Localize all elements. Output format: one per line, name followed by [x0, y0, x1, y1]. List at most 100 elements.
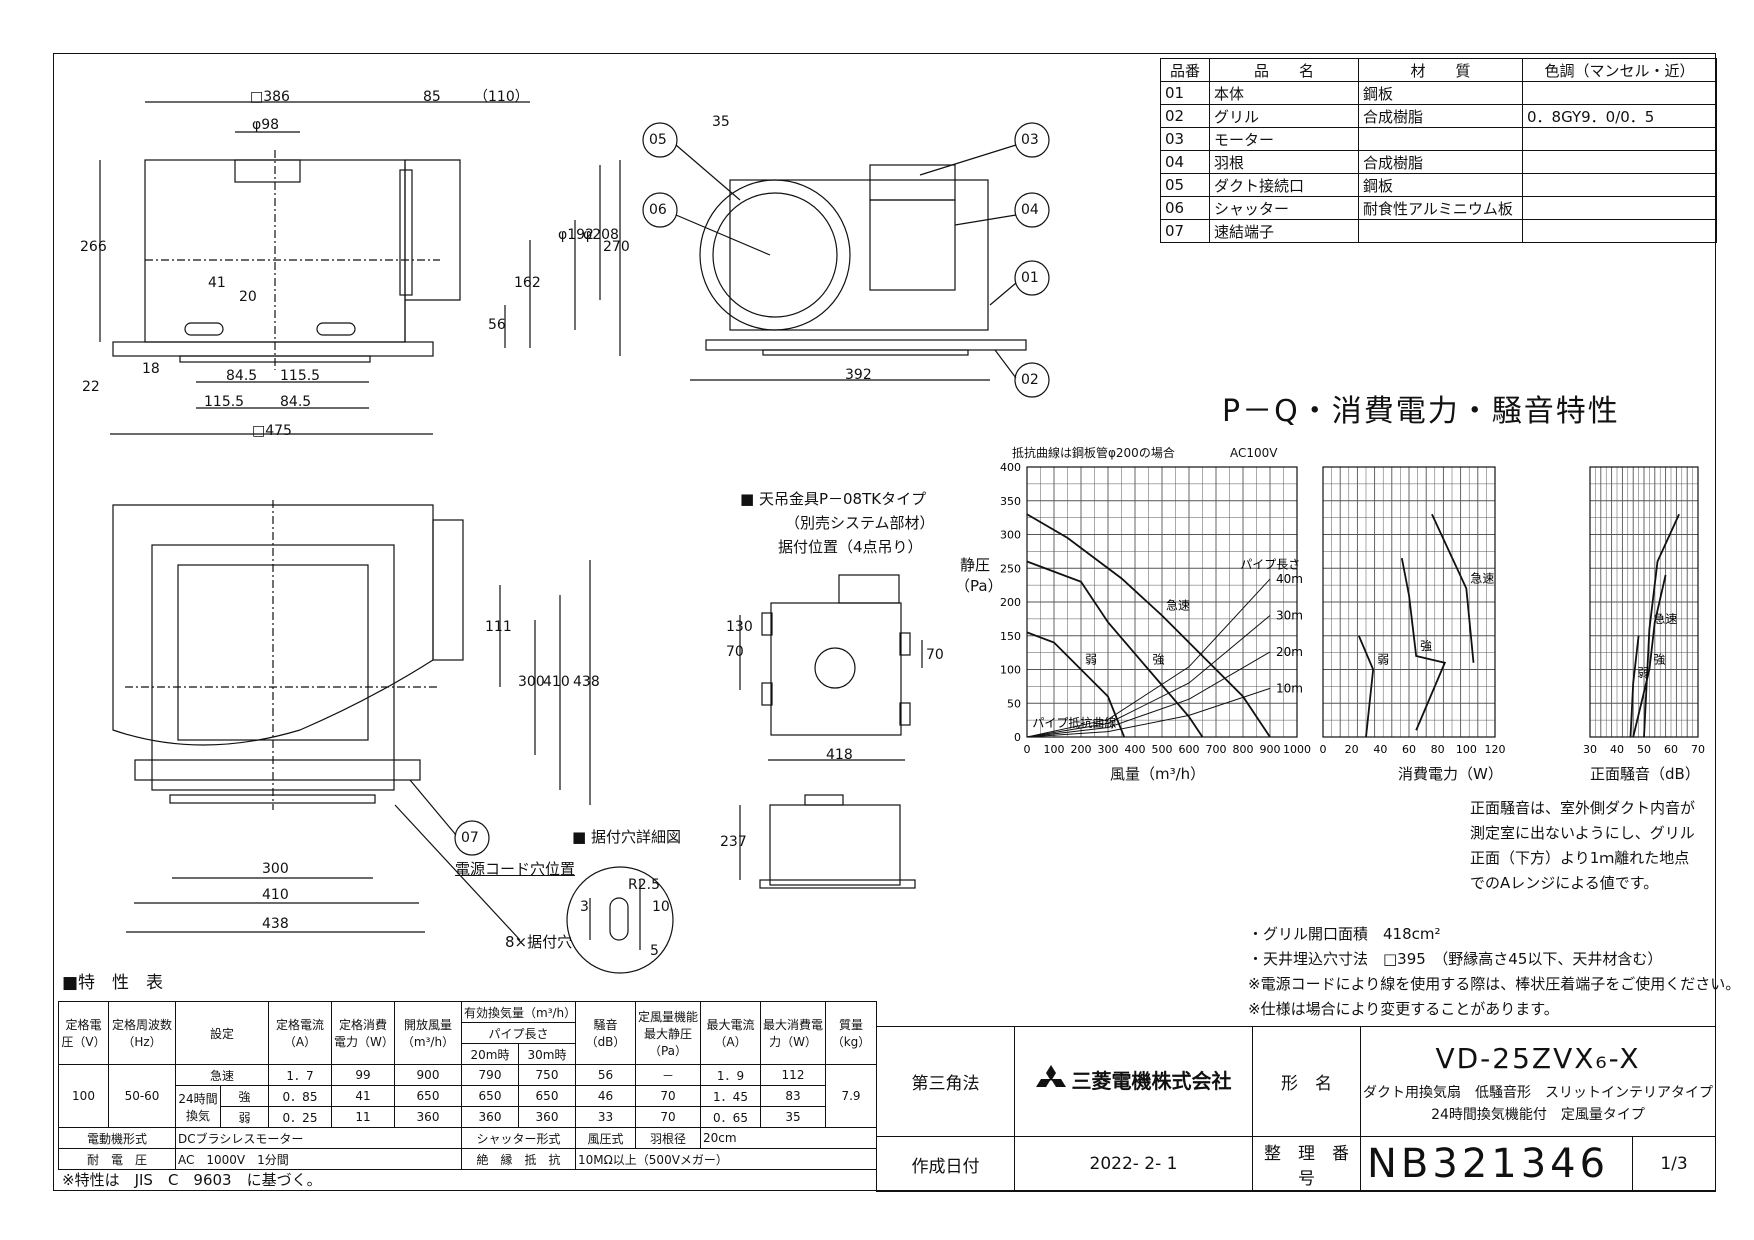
company-logo: 三菱電機株式会社 [1035, 1065, 1232, 1094]
cell: グリル [1209, 104, 1359, 128]
dim-label: □475 [252, 423, 292, 439]
cell: 合成樹脂 [1358, 104, 1523, 128]
title-block: 第三角法 三菱電機株式会社 形 名 VD-25ZVX₆-X ダクト用換気扇 低騒… [876, 1026, 1716, 1192]
series-line [1629, 635, 1640, 738]
series-line [1026, 513, 1271, 738]
noise-note-line: 測定室に出ないようにし、グリル [1470, 824, 1695, 842]
cell: 羽根 [1209, 150, 1359, 174]
series-line [1358, 635, 1375, 738]
x-tick-label: 900 [1260, 743, 1281, 756]
dim-label: R2.5 [628, 877, 660, 893]
series-line [1026, 560, 1204, 738]
dim-label: 237 [720, 834, 747, 850]
h-static: 定風量機能最大静圧（Pa） [635, 1001, 701, 1065]
dim-label: 10 [652, 899, 670, 915]
chart-note-right: AC100V [1230, 446, 1278, 460]
hanger-sub1: （別売システム部材） [785, 514, 935, 532]
dim-label: 115.5 [204, 394, 245, 410]
resistance-curve [1026, 615, 1271, 738]
dim-label: 115.5 [280, 368, 321, 384]
cell: 900 [394, 1064, 462, 1086]
mount-holes-label: 8×据付穴 [505, 933, 573, 951]
spec-table: 定格電圧（V） 定格周波数（Hz） 設定 定格電流（A） 定格消費電力（W） 開… [58, 1001, 877, 1170]
callout-06: 06 [649, 202, 667, 218]
cell: 35 [760, 1106, 826, 1128]
h-maxcur: 最大電流（A） [700, 1001, 761, 1065]
hanger-sub2: 据付位置（4点吊り） [778, 538, 923, 556]
cell: 1．45 [700, 1085, 761, 1107]
dim-label: 20 [239, 289, 257, 305]
x-tick-label: 40 [1373, 743, 1387, 756]
shutter-value: 風圧式 [575, 1127, 636, 1149]
cell: 56 [575, 1064, 636, 1086]
cell: 05 [1160, 173, 1210, 197]
cell [1358, 219, 1523, 243]
x-tick-label: 60 [1402, 743, 1416, 756]
x-tick-label: 50 [1637, 743, 1651, 756]
h-open-air: 開放風量（m³/h） [394, 1001, 462, 1065]
resistance-label: 10m [1276, 681, 1303, 695]
noise-note-line: 正面騒音は、室外側ダクト内音が [1470, 799, 1696, 817]
x-tick-label: 120 [1485, 743, 1506, 756]
dim-label: 270 [603, 239, 630, 255]
dim-label: 84.5 [280, 394, 312, 410]
series-line [1400, 557, 1447, 731]
dim-label: 266 [80, 239, 107, 255]
cell: 83 [760, 1085, 826, 1107]
dim-label: 84.5 [226, 368, 258, 384]
series-label: 強 [1420, 639, 1432, 653]
x-tick-label: 60 [1664, 743, 1678, 756]
x-tick-label: 0 [1320, 743, 1327, 756]
y-tick-label: 200 [1000, 596, 1021, 609]
resistance-label: 40m [1276, 572, 1303, 586]
y-tick-label: 250 [1000, 562, 1021, 575]
h-current: 定格電流（A） [268, 1001, 332, 1065]
dim-label: （110） [474, 89, 529, 105]
x-tick-label: 100 [1044, 743, 1065, 756]
callout-03: 03 [1021, 132, 1039, 148]
shutter-label: シャッター形式 [461, 1127, 576, 1149]
dim-label: 438 [262, 916, 289, 932]
y-tick-label: 100 [1000, 664, 1021, 677]
date-label: 作成日付 [876, 1136, 1015, 1192]
resistance-label: 20m [1276, 645, 1303, 659]
withstand-value: AC 1000V 1分間 [175, 1148, 462, 1170]
resistance-curve [1026, 651, 1271, 738]
chart3-xlabel: 正面騒音（dB） [1590, 765, 1700, 783]
h-power: 定格消費電力（W） [331, 1001, 395, 1065]
x-tick-label: 40 [1610, 743, 1624, 756]
h-noise: 騒音（dB） [575, 1001, 636, 1065]
resistance-curve [1026, 578, 1271, 738]
h-30m: 30m時 [518, 1043, 576, 1065]
plot-frame [1322, 466, 1496, 738]
cell [1522, 219, 1717, 243]
front-view [99, 101, 621, 435]
mount-hole-title-text: 据付穴詳細図 [590, 828, 681, 846]
cord-hole-label: 電源コード穴位置 [455, 860, 576, 878]
dim-label: φ208 [583, 227, 619, 243]
dim-label: 35 [712, 114, 730, 130]
x-tick-label: 1000 [1283, 743, 1311, 756]
insulation-label: 絶 縁 抵 抗 [461, 1148, 576, 1170]
dim-label: □386 [250, 89, 290, 105]
dim-label: 130 [726, 619, 753, 635]
dim-label: 418 [826, 747, 853, 763]
series-line [1632, 574, 1667, 738]
callout-04: 04 [1021, 202, 1039, 218]
cell: 11 [331, 1106, 395, 1128]
dim-label: 438 [573, 674, 600, 690]
x-tick-label: 30 [1583, 743, 1597, 756]
chart2-xlabel: 消費電力（W） [1398, 765, 1503, 783]
series-label: 弱 [1085, 653, 1097, 667]
dim-label: 41 [208, 275, 226, 291]
cell: 650 [394, 1085, 462, 1107]
series-label: 強 [1153, 653, 1165, 667]
blade-label: 羽根径 [635, 1127, 701, 1149]
parts-header: 品番 品 名 材 質 色調（マンセル・近） [1160, 58, 1717, 82]
cell: 750 [518, 1064, 576, 1086]
dim-label: 300 [262, 861, 289, 877]
h-20m: 20m時 [461, 1043, 519, 1065]
